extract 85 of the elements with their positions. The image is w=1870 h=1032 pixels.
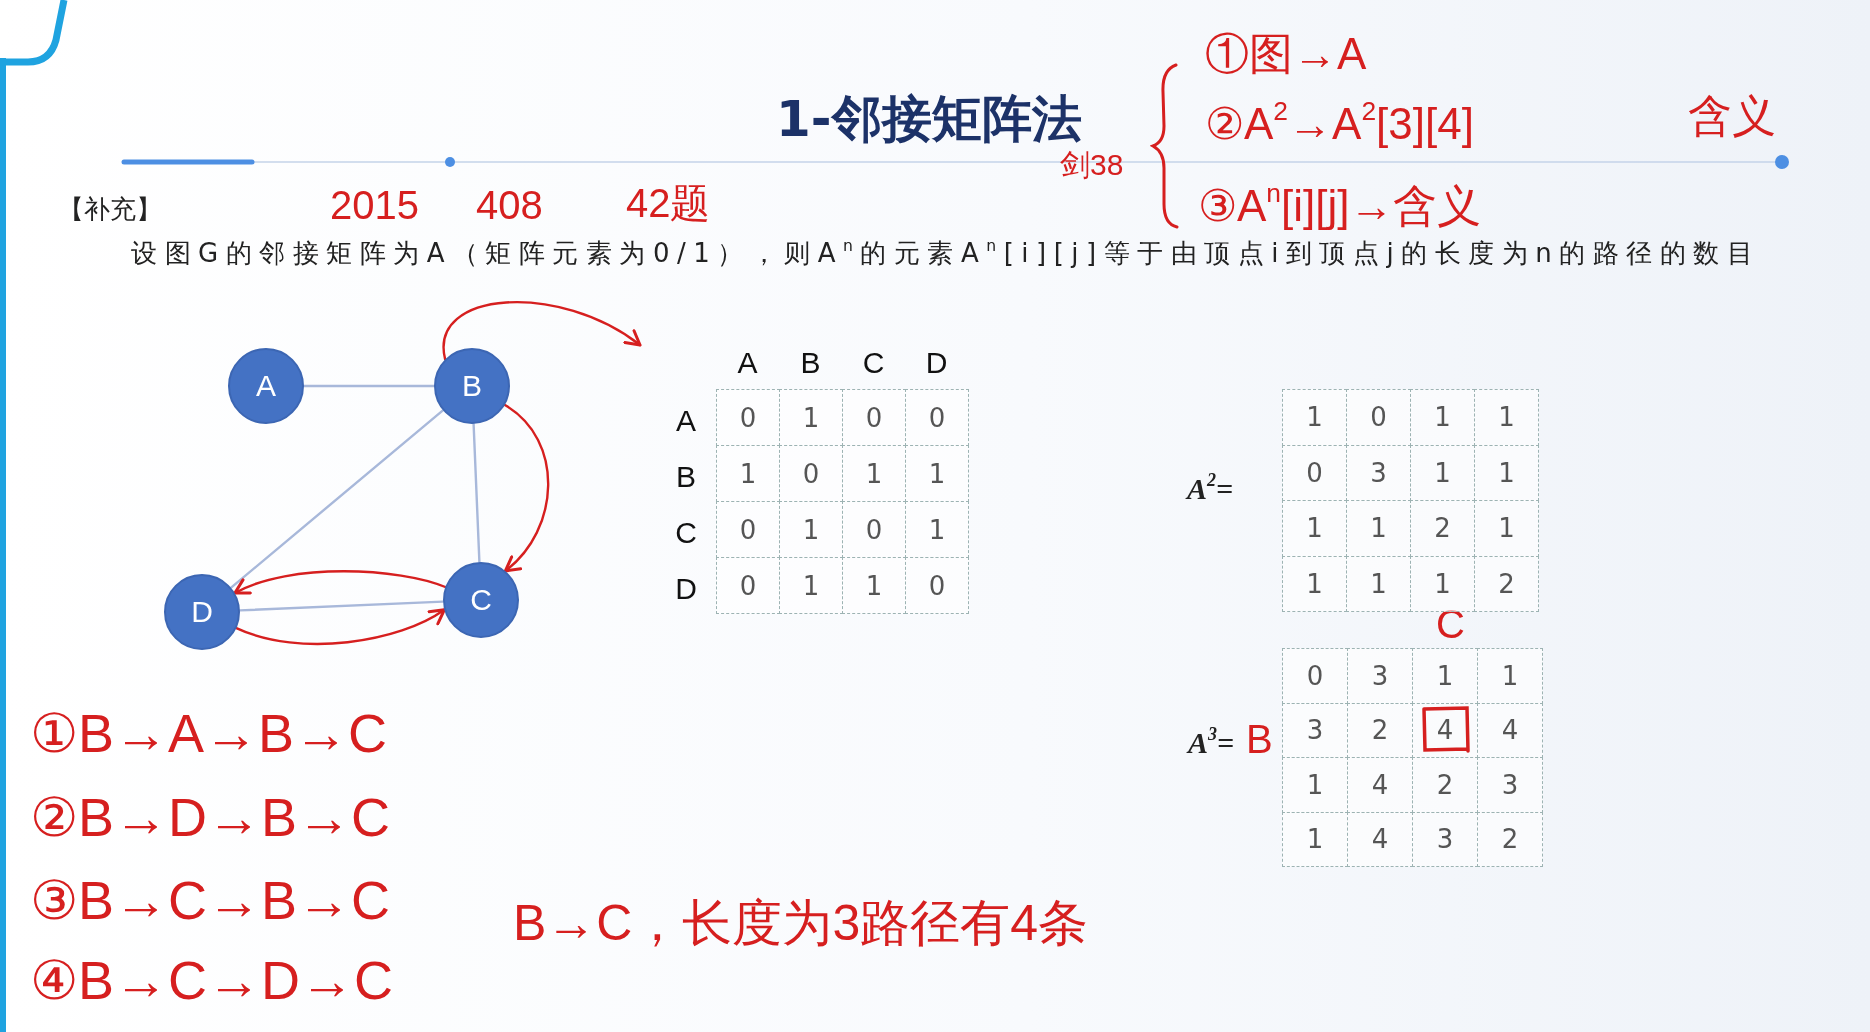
matrix-cell: 1 xyxy=(1477,648,1543,704)
matrix-cell: 1 xyxy=(779,501,843,558)
matrix-cell: 0 xyxy=(716,557,780,614)
handwritten-note: 剑38 xyxy=(1060,147,1124,183)
handwritten-note: ①B→A→B→C xyxy=(30,701,388,765)
row-header: C xyxy=(675,515,697,551)
matrix-cell: 0 xyxy=(905,389,969,446)
matrix-cell: 3 xyxy=(1346,444,1411,501)
matrix-cell: 1 xyxy=(779,557,843,614)
graph-vertex: B xyxy=(434,348,510,424)
matrix-cell: 1 xyxy=(1346,500,1411,557)
matrix-cell: 2 xyxy=(1347,702,1413,758)
column-header: A xyxy=(737,345,758,381)
matrix-cell: 1 xyxy=(1474,500,1539,557)
handwritten-note: 42题 xyxy=(626,180,711,226)
matrix-cell: 1 xyxy=(842,557,906,614)
matrix-cell: 1 xyxy=(1346,555,1411,612)
handwritten-note: 2015 xyxy=(330,182,419,228)
matrix-cell: 1 xyxy=(1474,389,1539,446)
matrix-cell: 1 xyxy=(842,445,906,502)
matrix-cell: 2 xyxy=(1477,811,1543,867)
edge-line xyxy=(238,600,445,612)
handwritten-note: ④B→C→D→C xyxy=(30,948,393,1012)
matrix-cell: 1 xyxy=(1410,389,1475,446)
graph-vertex: A xyxy=(228,348,304,424)
matrix-cell: 0 xyxy=(842,501,906,558)
matrix-cell: 1 xyxy=(905,501,969,558)
matrix-cell: 2 xyxy=(1410,500,1475,557)
column-header: C xyxy=(862,345,885,381)
arrow xyxy=(442,301,642,361)
matrix-cell: 1 xyxy=(1282,811,1348,867)
handwritten-note: B xyxy=(1246,716,1273,762)
matrix-cell: 0 xyxy=(716,501,780,558)
matrix-cell: 1 xyxy=(1282,555,1347,612)
matrix-cell: 4 xyxy=(1347,757,1413,813)
matrix-label: A$^{2}$= xyxy=(1187,471,1234,507)
matrix-cell: 3 xyxy=(1347,648,1413,704)
matrix-cell: 1 xyxy=(1410,444,1475,501)
matrix-cell: 1 xyxy=(1474,444,1539,501)
matrix-cell: 1 xyxy=(779,389,843,446)
graph-vertex: C xyxy=(443,562,519,638)
matrix-cell: 0 xyxy=(1282,444,1347,501)
matrix-cell: 1 xyxy=(1282,389,1347,446)
arrow xyxy=(233,570,447,596)
slide-title: 1-邻接矩阵法 xyxy=(776,91,1082,149)
matrix-cell: 0 xyxy=(905,557,969,614)
edge-line xyxy=(302,384,436,388)
handwritten-note: ①图→A xyxy=(1205,28,1367,80)
handwritten-note: B→C，长度为3路径有4条 xyxy=(513,895,1089,953)
matrix-cell: 1 xyxy=(1412,648,1478,704)
matrix-cell: 0 xyxy=(1346,389,1411,446)
handwritten-note: 含义 xyxy=(1688,90,1776,142)
matrix-cell: 0 xyxy=(716,389,780,446)
matrix-cell: 2 xyxy=(1474,555,1539,612)
matrix-cell: 2 xyxy=(1412,757,1478,813)
column-header: B xyxy=(800,345,821,381)
row-header: D xyxy=(675,571,697,607)
handwritten-note: ②A$^{2}$→A$^{2}$[3][4] xyxy=(1205,98,1474,150)
matrix-cell: 0 xyxy=(842,389,906,446)
matrix-cell: 3 xyxy=(1477,757,1543,813)
edge-line xyxy=(472,422,481,564)
column-header: D xyxy=(925,345,948,381)
graph-vertex: D xyxy=(164,574,240,650)
matrix-label: A$^{3}$= xyxy=(1188,725,1235,761)
arrow xyxy=(235,608,446,645)
matrix-cell: 1 xyxy=(716,445,780,502)
handwritten-note: ③A$^{n}$[i][j]→含义 xyxy=(1198,180,1482,232)
matrix-cell: 1 xyxy=(1282,757,1348,813)
edge-line xyxy=(229,409,445,589)
matrix-cell: 4 xyxy=(1347,811,1413,867)
handwritten-note: 408 xyxy=(476,182,543,228)
row-header: B xyxy=(676,459,696,495)
handwritten-note: ②B→D→B→C xyxy=(30,785,391,849)
section-tag: 【补充】 xyxy=(58,195,162,225)
matrix-cell: 3 xyxy=(1282,702,1348,758)
matrix-cell: 4 xyxy=(1477,702,1543,758)
definition-text: 设图G的邻接矩阵为A（矩阵元素为0/1），则A$^{n}$的元素A$^{n}$[i][j]等于由顶点i到顶点j的长度为n的路径的数目 xyxy=(131,239,1761,269)
matrix-cell: 0 xyxy=(1282,648,1348,704)
matrix-cell: 1 xyxy=(1282,500,1347,557)
arrow xyxy=(503,403,550,573)
handwritten-note: ③B→C→B→C xyxy=(30,868,391,932)
matrix-cell: 3 xyxy=(1412,811,1478,867)
matrix-cell: 1 xyxy=(905,445,969,502)
row-header: A xyxy=(676,403,696,439)
matrix-cell: 0 xyxy=(779,445,843,502)
